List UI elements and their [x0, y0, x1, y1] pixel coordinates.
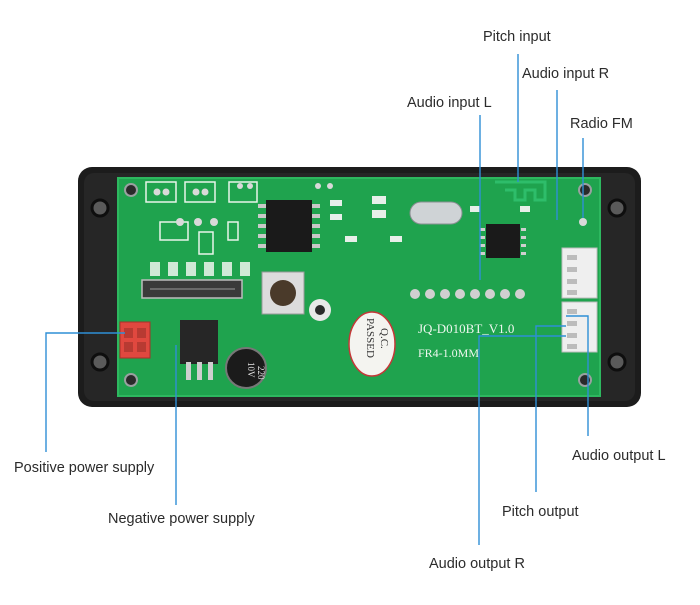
antenna-trace [495, 180, 547, 202]
capacitor [225, 347, 267, 389]
qc-label: Q.C. [378, 328, 390, 349]
capacitor-voltage: 10V [246, 362, 256, 378]
board-material: FR4-1.0MM [418, 346, 479, 360]
ic-chip-left-pins [258, 204, 320, 248]
label-pitch-input: Pitch input [483, 29, 551, 45]
label-audio-input-l: Audio input L [407, 95, 492, 111]
connector-pins [567, 255, 577, 349]
leader-pitch-output [535, 325, 566, 492]
frame-hole-top-left [90, 198, 110, 218]
bluetooth-chip [480, 224, 526, 258]
qc-sticker [348, 311, 396, 377]
small-components [330, 196, 530, 242]
voltage-regulator [180, 320, 218, 364]
ic-chip-left [266, 200, 312, 252]
label-positive-power: Positive power supply [14, 460, 155, 476]
push-button [270, 280, 296, 306]
board-model: JQ-D010BT_V1.0 [418, 321, 514, 336]
power-connector [119, 321, 151, 359]
leader-audio-output-l [566, 315, 589, 436]
frame-hole-bottom-left [90, 352, 110, 372]
qc-passed: PASSED [364, 318, 376, 358]
pad-row [410, 289, 525, 299]
pcb-border [117, 177, 601, 397]
leader-positive-power [45, 332, 125, 452]
resistor-row [150, 262, 250, 276]
capacitor-value: 220 [256, 366, 266, 380]
label-audio-input-r: Audio input R [522, 66, 610, 82]
crystal-oscillator [409, 201, 463, 225]
leader-lines [45, 54, 589, 545]
fm-antenna-pad [579, 218, 587, 226]
silkscreen-pads [145, 181, 258, 255]
label-pitch-output: Pitch output [502, 504, 579, 520]
frame-hole-bottom-right [607, 352, 627, 372]
label-radio-fm: Radio FM [570, 116, 633, 132]
frame-hole-top-right [607, 198, 627, 218]
label-negative-power: Negative power supply [108, 511, 255, 527]
label-audio-output-r: Audio output R [429, 556, 525, 572]
label-audio-output-l: Audio output L [572, 448, 666, 464]
leader-audio-output-r [478, 335, 566, 545]
solder-dots [153, 183, 333, 226]
